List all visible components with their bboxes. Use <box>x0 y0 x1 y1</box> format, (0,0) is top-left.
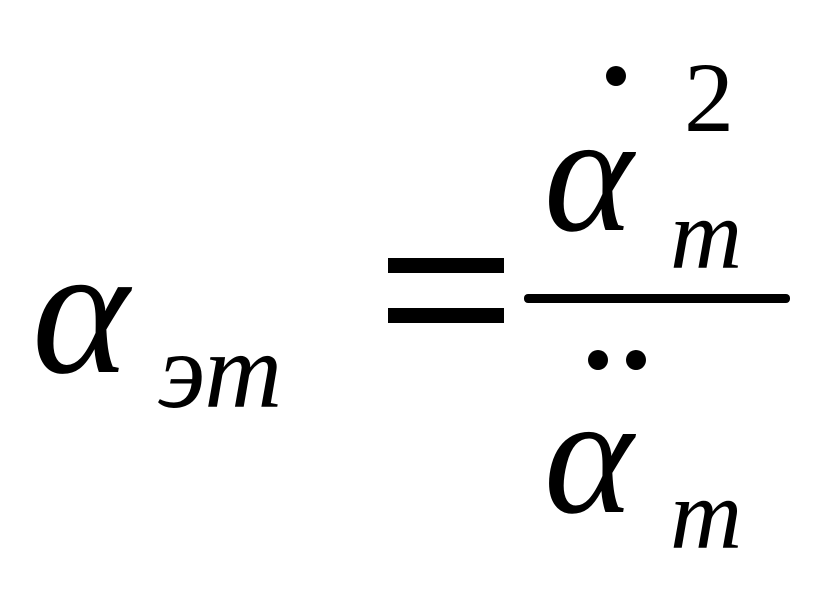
equals-bar-top <box>388 258 504 273</box>
denominator-subscript: m <box>670 459 743 570</box>
numerator-subscript: m <box>670 179 743 290</box>
double-dot-accent-left-icon <box>588 350 608 370</box>
fraction-bar <box>524 294 790 303</box>
double-dot-accent-right-icon <box>626 350 646 370</box>
denominator-alpha-symbol: α <box>544 361 634 549</box>
lhs-alpha-symbol: α <box>32 208 130 413</box>
dot-accent-icon <box>606 66 626 86</box>
equals-bar-bottom <box>388 308 504 323</box>
numerator-superscript: 2 <box>684 42 734 153</box>
lhs-subscript: эт <box>158 312 283 431</box>
numerator-alpha-symbol: α <box>544 79 634 267</box>
